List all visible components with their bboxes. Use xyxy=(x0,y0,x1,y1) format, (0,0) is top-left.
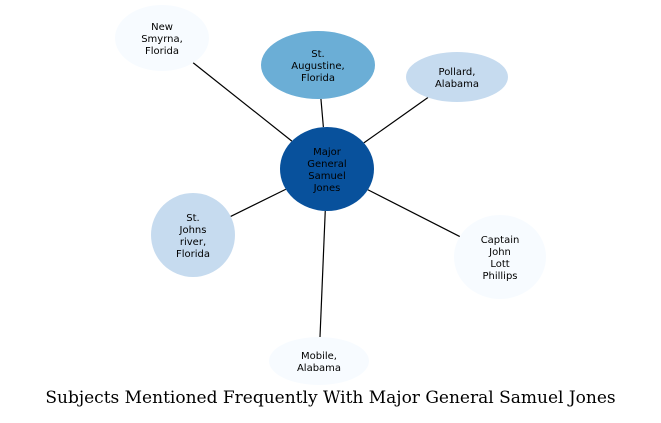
node-label-mobile: Mobile,Alabama xyxy=(297,351,341,374)
node-mobile xyxy=(269,337,369,385)
node-captain-phillips xyxy=(454,215,546,299)
node-pollard xyxy=(406,52,508,102)
edge-st-johns xyxy=(230,188,287,217)
center-node xyxy=(280,127,374,211)
node-new-smyrna xyxy=(115,5,209,71)
node-st-augustine xyxy=(261,31,375,99)
edge-mobile xyxy=(319,210,326,338)
edge-captain-phillips xyxy=(367,189,461,238)
edge-pollard xyxy=(363,97,429,144)
node-st-johns xyxy=(151,193,235,277)
diagram-title: Subjects Mentioned Frequently With Major… xyxy=(45,388,616,408)
edge-new-smyrna xyxy=(192,62,293,142)
edge-st-augustine xyxy=(320,98,324,128)
node-label-pollard: Pollard,Alabama xyxy=(435,67,479,90)
edges xyxy=(192,62,461,338)
node-label-st-augustine: St.Augustine,Florida xyxy=(291,49,344,84)
